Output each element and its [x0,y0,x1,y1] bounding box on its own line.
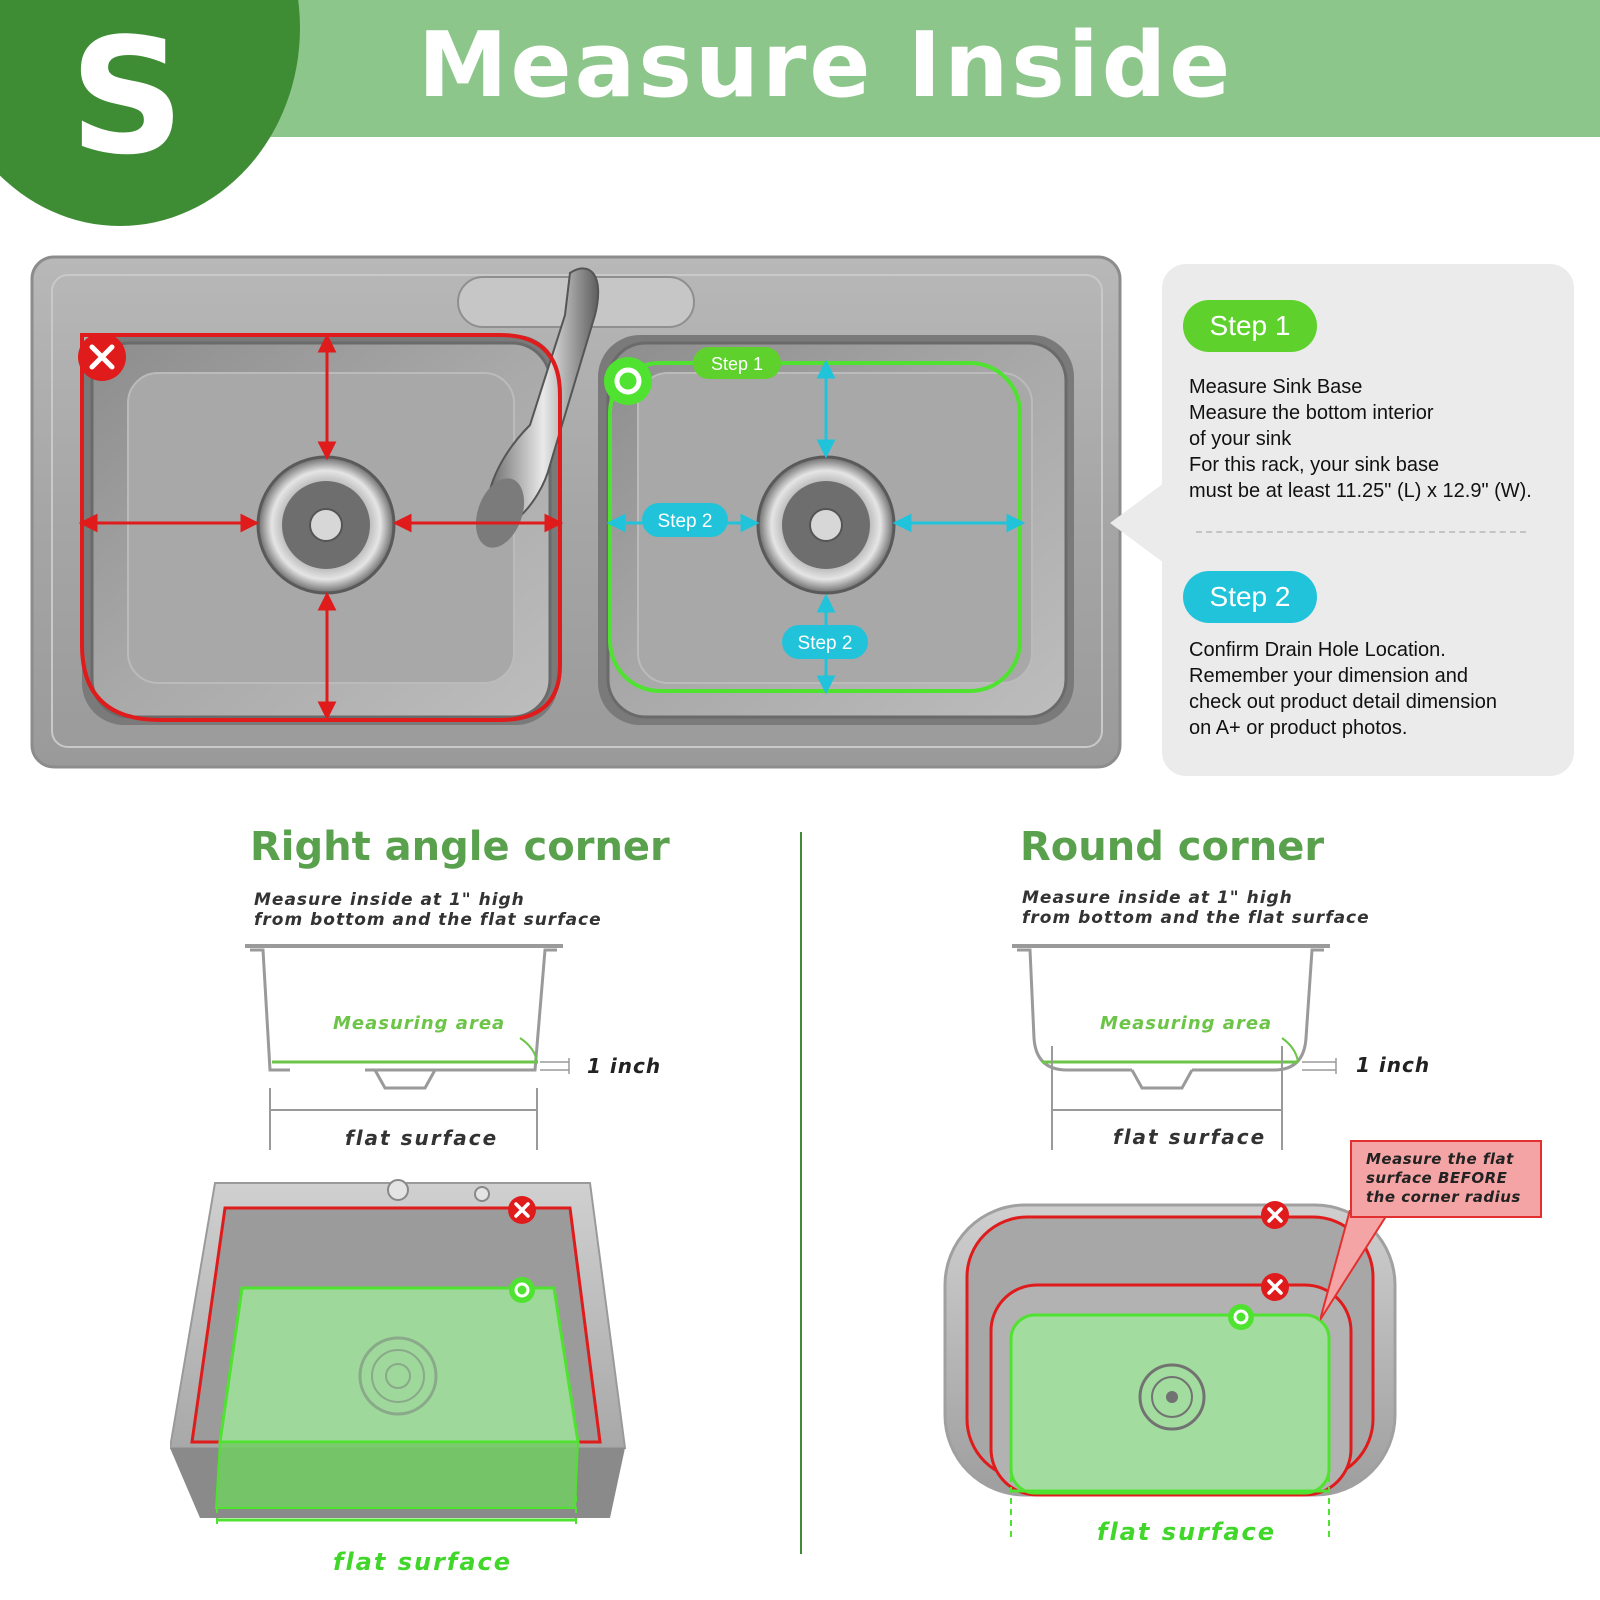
x-circle-icon [1261,1201,1289,1229]
right-angle-cross-section [245,944,570,1150]
callout-text: Measure the flat surface BEFORE the corn… [1366,1150,1542,1207]
info-divider [1196,531,1526,533]
right-angle-note: Measure inside at 1" high from bottom an… [254,890,634,930]
step2-line: Remember your dimension and [1189,665,1469,687]
note-line: Measure inside at 1" high [1022,888,1293,908]
callout-line: the corner radius [1366,1188,1521,1206]
round-corner-note: Measure inside at 1" high from bottom an… [1022,888,1402,928]
page-title: Measure Inside [418,13,1234,118]
step2-line: Confirm Drain Hole Location. [1189,639,1446,661]
measuring-area-label: Measuring area [333,1013,506,1034]
sink-step1-label: Step 1 [711,354,763,374]
x-circle-icon [78,333,126,381]
o-ring-icon [604,357,652,405]
step1-line: Measure Sink Base [1189,376,1363,398]
corner-radius-callout: Measure the flat surface BEFORE the corn… [1350,1140,1542,1218]
step2-line: check out product detail dimension [1189,691,1497,713]
badge-letter: S [69,3,185,190]
callout-pointer [1320,1210,1392,1321]
callout-line: surface BEFORE [1366,1169,1508,1187]
note-line: Measure inside at 1" high [254,890,525,910]
flat-surface-label: flat surface [1113,1125,1267,1149]
right-angle-title: Right angle corner [250,824,670,870]
step1-line: of your sink [1189,428,1292,450]
sink-step2-side-label: Step 2 [658,511,713,532]
x-circle-icon [508,1196,536,1224]
round-corner-cross-section [1012,944,1337,1150]
step1-pill: Step 1 [1183,300,1317,352]
round-corner-title: Round corner [1020,824,1325,870]
photo-flat-surface-label: flat surface [1097,1518,1277,1546]
step2-instructions: Confirm Drain Hole Location. Remember yo… [1189,637,1569,741]
round-corner-sink-image [943,1201,1397,1539]
step1-line: must be at least 11.25" (L) x 12.9" (W). [1189,480,1532,502]
step1-line: For this rack, your sink base [1189,454,1440,476]
step2-pill: Step 2 [1183,571,1317,623]
measuring-area-label: Measuring area [1100,1013,1273,1034]
sink-step2-bottom-label: Step 2 [798,633,853,654]
step2-line: on A+ or product photos. [1189,717,1408,739]
photo-flat-surface-label: flat surface [333,1548,513,1576]
one-inch-label: 1 inch [1356,1053,1431,1077]
callout-line: Measure the flat [1366,1150,1514,1168]
right-angle-sink-image [170,1179,627,1528]
section-divider [800,832,802,1554]
step1-line: Measure the bottom interior [1189,402,1434,424]
note-line: from bottom and the flat surface [1022,908,1370,928]
one-inch-label: 1 inch [587,1054,662,1078]
info-panel-pointer [1110,483,1164,563]
o-ring-icon [1228,1304,1254,1330]
double-sink-image: Step 1 Step 2 Step 2 [30,255,1122,769]
flat-surface-label: flat surface [345,1126,499,1150]
x-circle-icon [1261,1273,1289,1301]
o-ring-icon [509,1277,535,1303]
note-line: from bottom and the flat surface [254,910,602,930]
step1-instructions: Measure Sink Base Measure the bottom int… [1189,374,1569,504]
